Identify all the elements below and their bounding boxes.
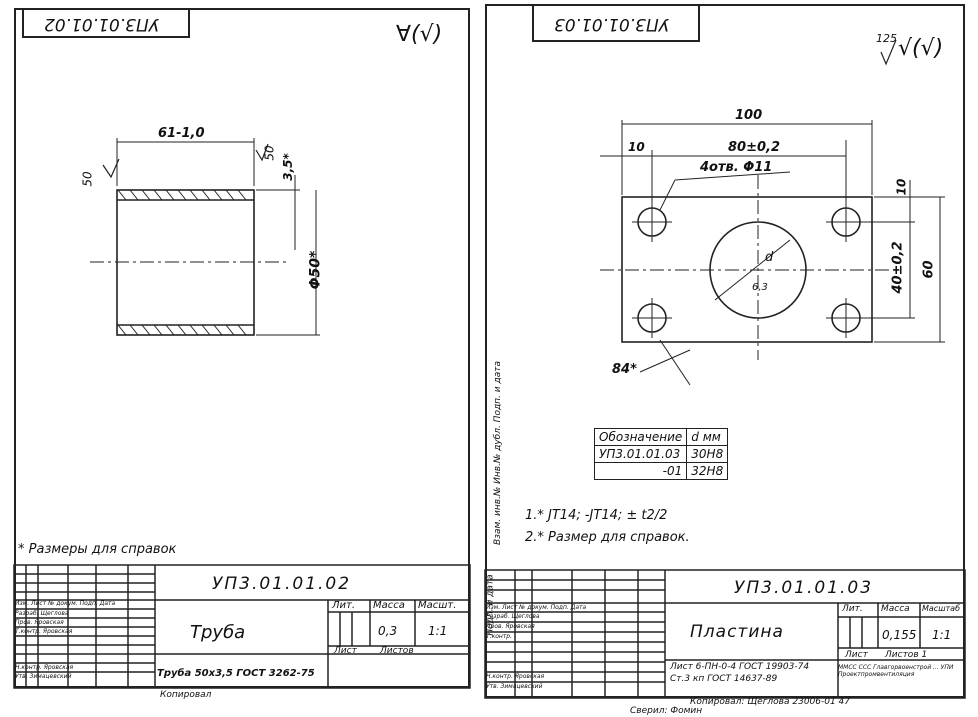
left-dim-50: 50 <box>80 171 95 187</box>
left-title-header-lit: Лит. <box>332 600 356 611</box>
left-drawing-sheet <box>14 8 470 688</box>
right-doc-code-rotated: УП3.01.01.03 <box>554 14 670 34</box>
left-dim-diameter: Φ50* <box>307 250 324 290</box>
right-doc-code-stamp: УП3.01.01.03 <box>532 4 700 42</box>
left-title-name: Труба <box>190 622 246 643</box>
right-title-material-2: Ст.3 кп ГОСТ 14637-89 <box>670 674 778 684</box>
plate-drawing <box>600 39 945 386</box>
table-cell: 32Н8 <box>686 462 729 480</box>
right-title-row-1: Разраб. Щеглова <box>486 613 540 620</box>
right-title-block-grid <box>484 569 966 699</box>
left-title-row-5: Утв. Зимацевский <box>15 673 72 680</box>
table-row: -01 32Н8 <box>593 462 729 480</box>
right-copy-label: Копировал: Щеглова 23006-01 47 <box>690 697 851 707</box>
left-title-row-0: Изм. Лист № докум. Подп. Дата <box>15 600 116 607</box>
right-note-1: 1.* ЈТ14; -ЈТ14; ± t2/2 <box>525 508 668 523</box>
right-dim-10-right: 10 <box>894 178 909 196</box>
right-title-name: Пластина <box>690 622 784 642</box>
right-side-label: Взам. инв.№ Инв.№ дубл. Подп. и дата <box>493 361 503 545</box>
left-roughness-mark: ∀(√) <box>396 22 443 47</box>
right-format-label: Сверил: Фомин <box>630 706 703 716</box>
right-title-doc-code: УП3.01.01.03 <box>734 578 874 598</box>
right-drawing-sheet <box>485 4 965 698</box>
right-title-mass: 0,155 <box>882 628 917 642</box>
right-title-sheets: Листов 1 <box>885 650 928 660</box>
right-dim-84: 84* <box>612 362 637 377</box>
left-copy-label: Копировал <box>160 690 212 700</box>
left-title-mass: 0,3 <box>378 624 398 638</box>
left-dim-3-5: 3,5* <box>280 153 295 181</box>
right-title-header-scale: Масштаб <box>922 604 961 613</box>
right-title-row-2: Пров. Яровская <box>486 623 535 630</box>
right-dim-40: 40±0,2 <box>890 241 906 294</box>
right-dim-holes: 4отв. Φ11 <box>700 160 773 175</box>
variant-table-header-d: d мм <box>686 428 729 446</box>
right-title-material-1: Лист 6-ПН-0-4 ГОСТ 19903-74 <box>670 662 810 672</box>
left-title-header-scale: Масшт. <box>418 600 457 611</box>
right-roughness-mark: √(√) <box>898 36 944 61</box>
right-dim-d: d <box>765 250 774 265</box>
right-title-header-lit: Лит. <box>842 604 863 614</box>
right-dim-10: 10 <box>628 140 645 154</box>
right-dim-6-3: 6,3 <box>752 282 768 293</box>
variant-table: Обозначение d мм УП3.01.01.03 30Н8 -01 3… <box>593 428 729 480</box>
left-title-row-1: Разраб. Щеглова <box>15 610 69 617</box>
left-title-row-3: Т.контр. Яровская <box>15 628 73 635</box>
right-title-row-0: Изм. Лист № докум. Подп. Дата <box>486 604 587 611</box>
left-doc-code-stamp: УП3.01.01.02 <box>22 8 190 38</box>
pipe-drawing <box>90 138 320 336</box>
right-title-row-5: Утв. Зимацевский <box>486 683 543 690</box>
left-dim-length: 61-1,0 <box>158 126 205 141</box>
table-cell: 30Н8 <box>686 445 729 463</box>
left-title-row-4: Н.контр. Яровская <box>15 664 74 671</box>
table-cell: -01 <box>593 462 688 480</box>
right-title-sheet: Лист <box>845 650 868 660</box>
left-title-sheet: Лист <box>334 646 357 656</box>
table-cell: УП3.01.01.03 <box>593 445 688 463</box>
left-title-sheets: Листов <box>380 646 414 656</box>
table-row: УП3.01.01.03 30Н8 <box>593 445 729 463</box>
right-dim-60: 60 <box>921 260 937 279</box>
left-title-block-grid <box>13 564 471 689</box>
left-title-doc-code: УП3.01.01.02 <box>212 574 352 594</box>
right-title-row-3: Т.контр. <box>486 633 513 640</box>
variant-table-header-row: Обозначение d мм <box>593 428 729 446</box>
right-title-header-mass: Масса <box>881 604 910 614</box>
right-note-2: 2.* Размер для справок. <box>525 530 690 545</box>
left-note: * Размеры для справок <box>18 542 177 557</box>
left-dim-50-right: 50 <box>262 145 277 161</box>
left-title-scale: 1:1 <box>428 624 448 638</box>
left-title-row-2: Пров. Яровская <box>15 619 64 626</box>
right-title-org: ММСС ССС Главгорвоенстрой ... УПИ Проект… <box>838 664 954 678</box>
variant-table-header-designation: Обозначение <box>593 428 688 446</box>
left-title-header-mass: Масса <box>373 600 405 611</box>
right-title-row-4: Н.контр. Яровская <box>486 673 545 680</box>
right-title-scale: 1:1 <box>932 628 952 642</box>
right-dim-80: 80±0,2 <box>728 140 781 155</box>
left-title-material: Труба 50х3,5 ГОСТ 3262-75 <box>157 668 315 679</box>
right-dim-100: 100 <box>735 108 763 123</box>
right-roughness-value: 125 <box>876 32 897 45</box>
